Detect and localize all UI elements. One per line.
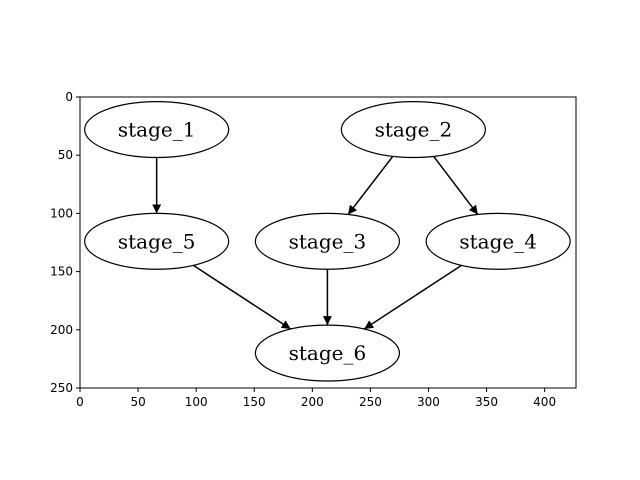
y-tick-label: 150 [50, 265, 73, 279]
node-label: stage_3 [289, 229, 367, 253]
x-tick-label: 150 [243, 395, 266, 409]
node-stage_1: stage_1 [84, 101, 230, 159]
node-label: stage_4 [459, 229, 537, 253]
node-label: stage_6 [289, 341, 367, 365]
y-tick-label: 50 [58, 148, 73, 162]
x-tick-label: 200 [301, 395, 324, 409]
diagram-nodes: stage_1 stage_2 stage_5 stage_3 stage_4stage… [84, 101, 571, 382]
x-tick-label: 300 [417, 395, 440, 409]
x-axis: 0 50 100 150 200 250 300 350 400 [76, 388, 556, 409]
x-tick-label: 250 [359, 395, 382, 409]
x-tick-label: 400 [533, 395, 556, 409]
y-tick-label: 200 [50, 323, 73, 337]
y-tick-label: 250 [50, 381, 73, 395]
node-stage_4: stage_4 [425, 212, 571, 270]
node-shape [340, 101, 486, 159]
edge-stage_5-to-stage_6 [192, 264, 292, 330]
x-tick-label: 350 [475, 395, 498, 409]
node-shape [425, 212, 571, 270]
edge-stage_4-to-stage_6 [363, 264, 462, 330]
node-stage_3: stage_3 [254, 212, 401, 270]
node-stage_6: stage_6 [254, 324, 401, 382]
edge-stage_2-to-stage_4 [433, 155, 479, 215]
x-tick-label: 100 [185, 395, 208, 409]
node-label: stage_1 [118, 118, 196, 142]
node-stage_2: stage_2 [340, 101, 486, 159]
node-label: stage_5 [118, 229, 196, 253]
node-stage_5: stage_5 [84, 212, 230, 270]
node-shape [84, 212, 230, 270]
x-tick-label: 0 [76, 395, 84, 409]
y-tick-label: 100 [50, 206, 73, 220]
diagram-edges [152, 155, 479, 330]
y-tick-label: 0 [65, 90, 73, 104]
node-shape [84, 101, 230, 159]
node-label: stage_2 [375, 118, 453, 142]
edge-stage_2-to-stage_3 [347, 155, 394, 216]
x-tick-label: 50 [130, 395, 145, 409]
y-axis: 0 50 100 150 200 250 [50, 90, 80, 395]
node-shape [254, 324, 401, 382]
node-shape [254, 212, 401, 270]
